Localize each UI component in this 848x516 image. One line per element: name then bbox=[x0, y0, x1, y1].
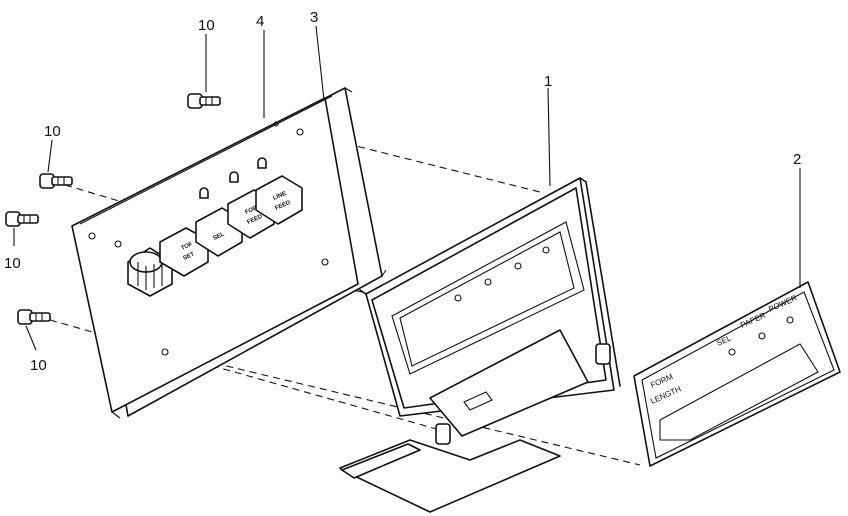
callout-10-upper-left: 10 bbox=[44, 123, 61, 140]
callout-10-top: 10 bbox=[198, 17, 215, 34]
callout-10-lower-left: 10 bbox=[30, 357, 47, 374]
push-buttons: TOF SET SEL FORM FEED LINE FEED bbox=[159, 175, 303, 277]
overlay-panel: FORM LENGTH SEL PAPER POWER bbox=[633, 281, 841, 467]
callout-labels: 10 4 3 10 10 10 1 2 bbox=[4, 9, 801, 374]
screw-lower-left bbox=[17, 309, 51, 325]
callout-2: 2 bbox=[793, 151, 801, 168]
bezel-frame bbox=[339, 177, 621, 513]
callout-3: 3 bbox=[310, 9, 318, 26]
screw-top bbox=[187, 93, 221, 109]
button-set-label: SET bbox=[182, 251, 195, 261]
button-sel-label: SEL bbox=[212, 231, 225, 241]
bezel-clip-left bbox=[435, 423, 451, 445]
button-tof-label: TOF bbox=[180, 241, 194, 251]
bezel-clip-right bbox=[595, 343, 611, 365]
board-leds bbox=[199, 157, 267, 199]
switch-board bbox=[71, 95, 359, 419]
callout-10-middle-left: 10 bbox=[4, 255, 21, 272]
screw-upper-left bbox=[39, 173, 73, 189]
button-line-feed: LINE FEED bbox=[255, 175, 303, 225]
callout-leaders bbox=[13, 25, 801, 351]
callout-4: 4 bbox=[256, 13, 264, 30]
callout-1: 1 bbox=[544, 73, 552, 90]
screw-middle-left bbox=[5, 211, 39, 227]
button-line-label: LINE bbox=[272, 191, 287, 202]
